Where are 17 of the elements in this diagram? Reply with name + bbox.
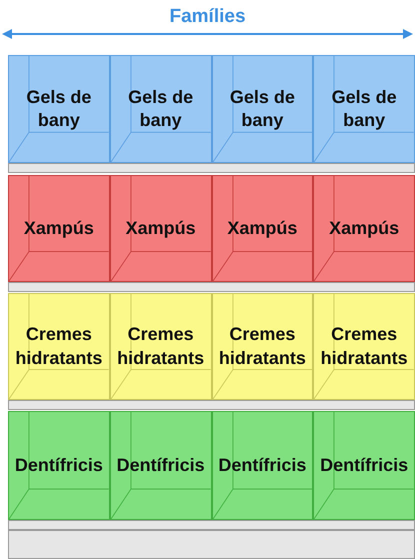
product-slot: Gels de bany [110,55,212,163]
product-slot: Gels de bany [313,55,415,163]
product-slot: Cremes hidratants [110,293,212,400]
product-slot: Dentífricis [110,411,212,520]
product-slot: Dentífricis [212,411,314,520]
product-slot: Xampús [110,175,212,282]
product-slot: Gels de bany [212,55,314,163]
product-slot: Xampús [212,175,314,282]
product-slot: Dentífricis [8,411,110,520]
product-slot: Gels de bany [8,55,110,163]
product-slot: Cremes hidratants [8,293,110,400]
product-slot: Cremes hidratants [313,293,415,400]
product-slot: Xampús [313,175,415,282]
product-slot: Xampús [8,175,110,282]
axis-label: Famílies [168,6,247,28]
product-slot: Dentífricis [313,411,415,520]
product-slot: Cremes hidratants [212,293,314,400]
